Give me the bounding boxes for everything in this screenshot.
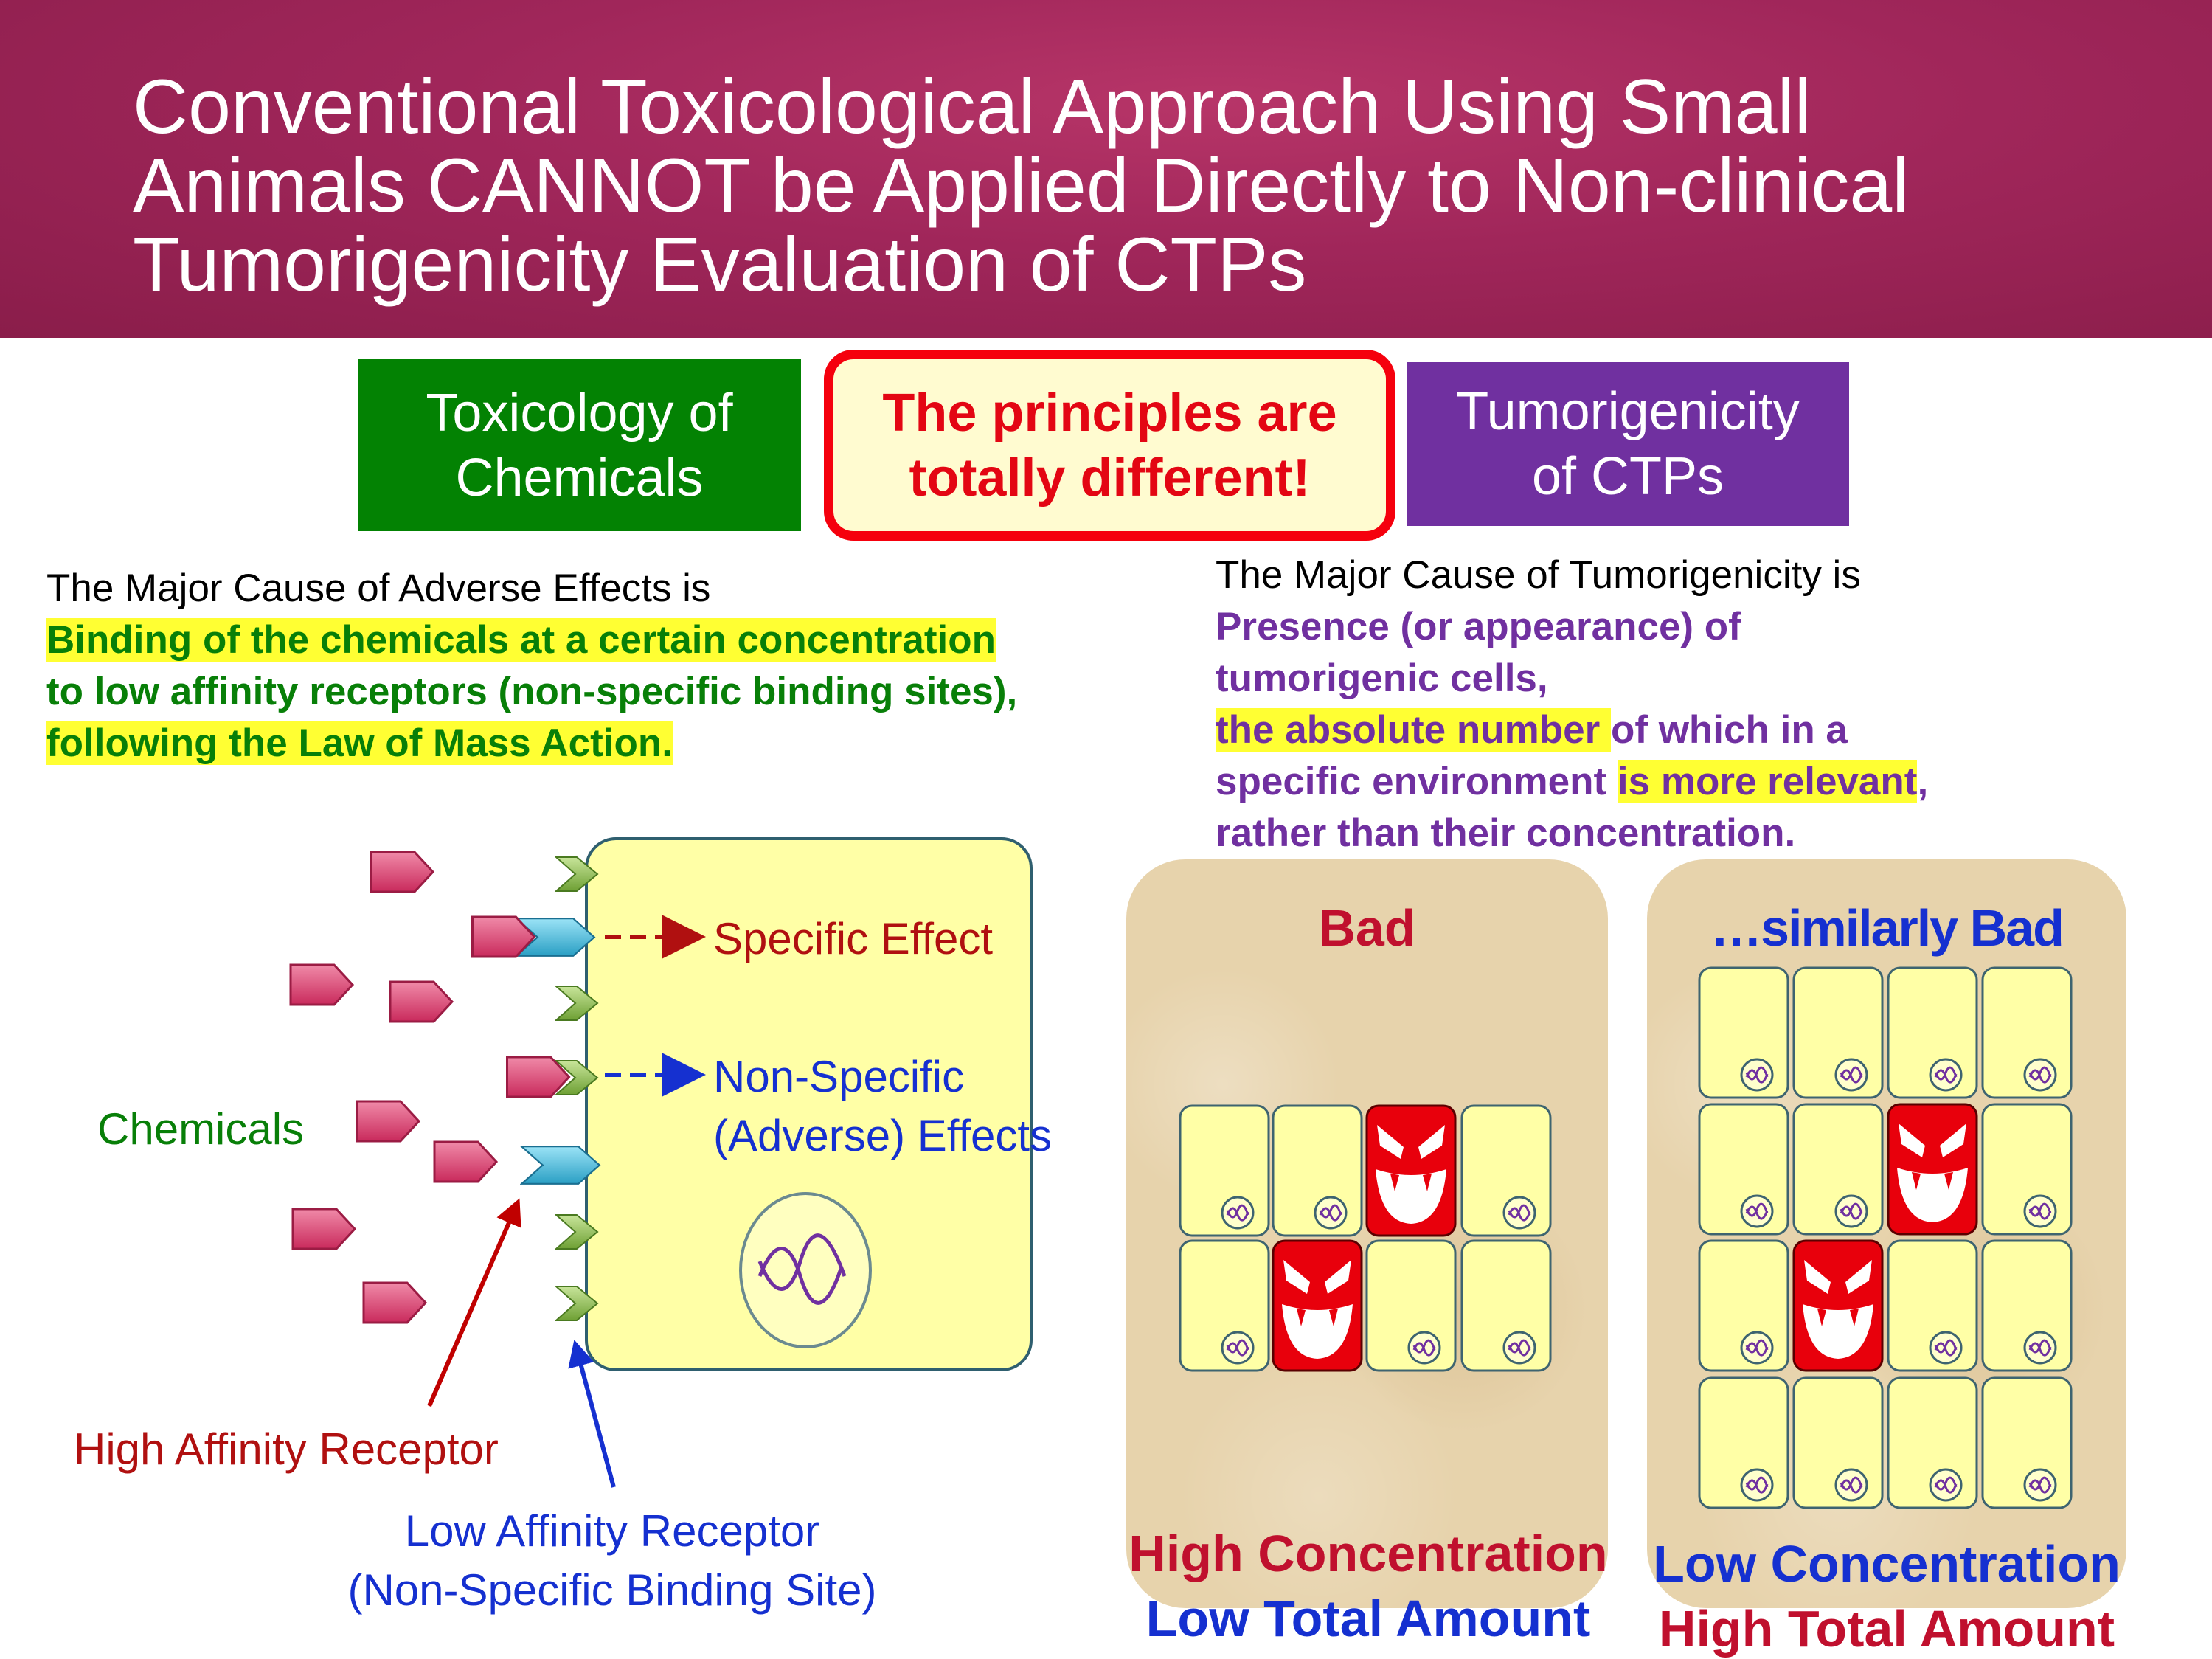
- highlight-text: Binding of the chemicals at a certain co…: [46, 618, 996, 662]
- devil-face-icon: [1272, 1239, 1363, 1372]
- cell-grid-right: [1698, 966, 2073, 1509]
- nucleus-dna-icon: [739, 1192, 872, 1348]
- normal-cell: [1887, 1239, 1978, 1372]
- normal-cell: [1792, 1376, 1884, 1509]
- normal-cell: [1698, 1103, 1789, 1236]
- devil-face-icon: [1365, 1104, 1457, 1237]
- devil-face-icon: [1792, 1239, 1884, 1372]
- panel-right-caption-2: High Total Amount: [1658, 1600, 2115, 1658]
- panel-right-caption-1: Low Concentration: [1653, 1535, 2121, 1593]
- panel-left-caption-1: High Concentration: [1128, 1525, 1608, 1582]
- panel-left-title: Bad: [1318, 899, 1416, 957]
- target-cell: [585, 837, 1033, 1371]
- normal-cell: [1981, 1103, 2073, 1236]
- normal-cell: [1792, 966, 1884, 1099]
- specific-effect-label: Specific Effect: [713, 914, 994, 963]
- normal-cell: [1792, 1103, 1884, 1236]
- normal-cell: [1179, 1104, 1270, 1237]
- normal-cell: [1887, 1376, 1978, 1509]
- cell-grid-left: [1179, 1104, 1552, 1372]
- normal-cell: [1981, 1376, 2073, 1509]
- normal-cell: [1460, 1239, 1552, 1372]
- panel-right-title: …similarly Bad: [1710, 899, 2064, 957]
- normal-cell: [1981, 1239, 2073, 1372]
- normal-cell: [1272, 1104, 1363, 1237]
- panel-left-caption-2: Low Total Amount: [1145, 1590, 1591, 1647]
- normal-cell: [1698, 966, 1789, 1099]
- devil-face-icon: [1887, 1103, 1978, 1236]
- normal-cell: [1179, 1239, 1270, 1372]
- title-banner: [0, 0, 2212, 338]
- nonspecific-effect-label: Non-Specific (Adverse) Effects: [713, 1052, 1053, 1160]
- low-affinity-label: Low Affinity Receptor (Non-Specific Bind…: [347, 1506, 877, 1615]
- normal-cell: [1698, 1239, 1789, 1372]
- normal-cell: [1887, 966, 1978, 1099]
- normal-cell: [1981, 966, 2073, 1099]
- left-explanation: The Major Cause of Adverse Effects is Bi…: [46, 567, 1018, 765]
- high-affinity-label: High Affinity Receptor: [74, 1424, 499, 1474]
- highlight-text: the absolute number: [1216, 708, 1611, 752]
- normal-cell: [1698, 1376, 1789, 1509]
- normal-cell: [1365, 1239, 1457, 1372]
- highlight-text: is more relevant: [1617, 760, 1918, 803]
- slide-title: Conventional Toxicological Approach Usin…: [133, 64, 1910, 308]
- highlight-text: following the Law of Mass Action.: [46, 721, 673, 765]
- right-explanation: The Major Cause of Tumorigenicity is Pre…: [1216, 553, 1929, 855]
- normal-cell: [1460, 1104, 1552, 1237]
- chemicals-label: Chemicals: [97, 1104, 305, 1154]
